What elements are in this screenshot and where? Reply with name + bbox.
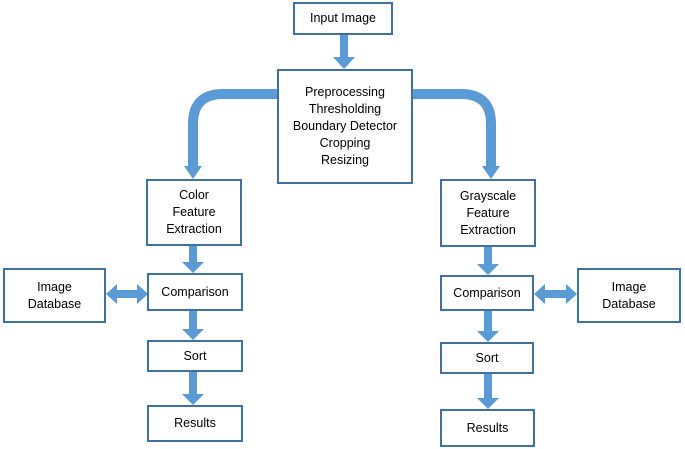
- node-label-line: Sort: [475, 350, 499, 365]
- node-label-line: Input Image: [309, 11, 376, 25]
- arrow-input-to-preprocess: [333, 35, 355, 69]
- node-label-line: Feature: [172, 205, 216, 219]
- node-label-line: Comparison: [161, 284, 229, 299]
- node-label-line: Results: [174, 416, 216, 430]
- arrowhead-gray-feature: [482, 166, 500, 179]
- arrow-preprocess-to-color-feature: [188, 89, 277, 168]
- arrow-right-comparison-to-sort: [477, 311, 499, 342]
- arrow-color-feature-to-comparison: [182, 246, 204, 273]
- node-label-line: Extraction: [166, 222, 222, 236]
- node-label-line: Database: [602, 296, 656, 311]
- arrow-gray-feature-to-comparison: [477, 247, 499, 275]
- node-label-line: Grayscale: [459, 188, 517, 203]
- node-label-line: Resizing: [321, 153, 369, 167]
- node-label-line: Feature: [466, 205, 510, 220]
- right-comparison-box: Comparison: [440, 275, 534, 311]
- arrow-right-sort-to-results: [477, 374, 499, 409]
- left-comparison-box: Comparison: [147, 273, 243, 311]
- node-label-line: Database: [27, 296, 82, 311]
- left-results-box: Results: [147, 405, 243, 442]
- left-sort-box: Sort: [147, 340, 243, 372]
- node-label-line: Results: [466, 420, 509, 435]
- arrow-left-sort-to-results: [182, 372, 204, 405]
- node-label-line: Sort: [183, 348, 207, 363]
- arrow-preprocess-to-gray-feature: [413, 89, 496, 168]
- node-label-line: Preprocessing: [305, 85, 385, 99]
- node-label-line: Image: [611, 279, 647, 294]
- input-image-box: Input Image: [293, 2, 393, 35]
- node-label-line: Color: [179, 188, 209, 202]
- node-label-line: Extraction: [460, 222, 516, 237]
- node-label-line: Cropping: [319, 136, 371, 150]
- node-label-line: Comparison: [453, 285, 521, 300]
- right-results-box: Results: [440, 409, 535, 447]
- arrow-left-database-comparison: [106, 284, 148, 304]
- arrow-left-comparison-to-sort: [182, 311, 204, 340]
- node-label-line: Image: [37, 279, 72, 294]
- node-label-line: Boundary Detector: [292, 119, 398, 133]
- right-sort-box: Sort: [440, 342, 534, 374]
- arrow-right-comparison-database: [534, 284, 577, 304]
- node-label-line: Thresholding: [308, 102, 382, 116]
- arrowhead-color-feature: [184, 166, 202, 179]
